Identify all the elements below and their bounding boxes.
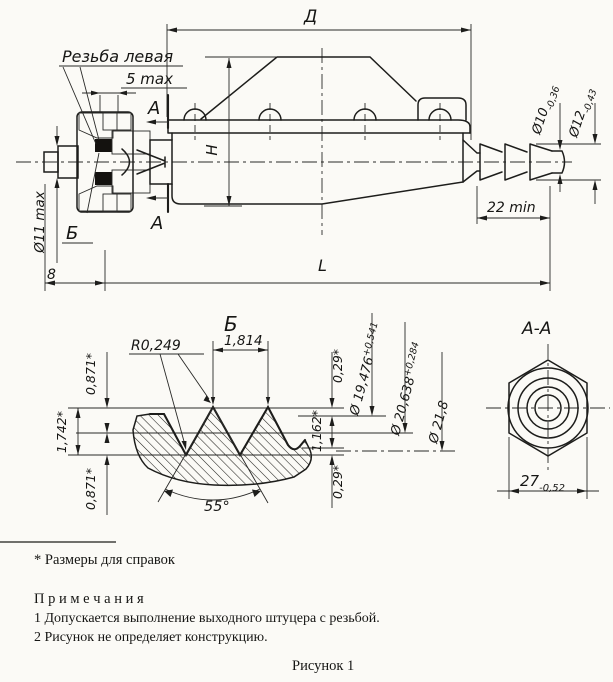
section-a-bottom-label: А — [150, 213, 163, 234]
section-cut-marks: А А — [146, 93, 170, 234]
dia-dim-lines — [536, 103, 601, 204]
dim-h-lines — [204, 56, 276, 207]
dim-22min-label: 22 min — [487, 200, 536, 216]
figure-caption: Рисунок 1 — [292, 658, 354, 674]
thread-slot-bottom — [102, 193, 118, 213]
nut-lower-hatch — [78, 185, 132, 212]
dim-dia12-label: Ø12-0,43 — [566, 86, 599, 141]
dim-0871-bottom-label: 0,871* — [83, 468, 98, 510]
male-fitting-upper — [111, 130, 151, 155]
dia-dim-vertical-lines — [371, 313, 443, 441]
dim-l-label: L — [318, 256, 327, 275]
dim-l-lines — [44, 184, 551, 291]
section-a-top-label: А — [147, 98, 160, 119]
footnote-text: * Размеры для справок — [34, 552, 176, 568]
dim-22min-lines — [476, 186, 550, 224]
dim-1742-label: 1,742* — [54, 411, 69, 453]
dim-0871-top-label: 0,871* — [83, 353, 98, 395]
dim-029-top-label: 0,29* — [330, 349, 345, 383]
dim-5max-lines — [82, 87, 187, 112]
dim-dia218-label: Ø 21,8 — [426, 399, 452, 446]
dim-8-label: 8 — [47, 267, 56, 283]
chamfer-circle — [507, 367, 589, 449]
detail-b-callout-leader — [62, 152, 100, 244]
thread-section-hatch — [133, 407, 312, 486]
dim-angle-label: 55° — [204, 499, 230, 515]
inlet-stem — [43, 145, 79, 179]
main-view: Резьба левая 5 max Д Н А А Ø11 max — [16, 7, 601, 291]
union-neck — [149, 139, 173, 185]
dim-pitch-label: 1,814 — [224, 333, 263, 349]
rivet-centerlines — [194, 103, 441, 140]
inlet-cone — [136, 149, 166, 175]
detail-b-title: Б — [224, 312, 238, 336]
section-aa-title: А-А — [521, 319, 551, 339]
detail-b-callout-label: Б — [66, 223, 78, 244]
note-line-1: 1 Допускается выполнение выходного штуце… — [34, 611, 380, 626]
dim-dia19476-label: Ø 19,476+0,541 — [345, 321, 386, 418]
dim-h-label: Н — [203, 144, 221, 155]
dim-dia10-label: Ø10-0,36 — [529, 83, 562, 138]
notes-block: * Размеры для справок П р и м е ч а н и … — [0, 541, 380, 674]
dim-1162-label: 1,162* — [309, 410, 324, 452]
dim-radius-leaders — [129, 353, 210, 446]
valve-dome — [121, 148, 131, 176]
section-aa-view: А-А 27-0,52 — [486, 319, 610, 499]
thread-slot-top — [102, 111, 118, 131]
dim-11max-label: Ø11 max — [32, 190, 48, 254]
section-aa-centerlines — [486, 344, 610, 474]
hose-barb-outlet — [462, 139, 566, 183]
rivets — [183, 108, 452, 121]
regulator-body — [167, 56, 471, 205]
hex-outline — [508, 359, 588, 457]
thread-note-leader — [59, 65, 183, 145]
dim-d-label: Д — [303, 7, 317, 27]
nut-upper-hatch — [78, 112, 132, 139]
seal-bottom — [95, 172, 112, 185]
dim-029-bottom-label: 0,29* — [330, 465, 345, 499]
dim-radius-label: R0,249 — [131, 338, 181, 354]
core-section-circle — [534, 394, 562, 422]
body-tab — [417, 97, 467, 121]
thread-angle-lines — [157, 406, 269, 504]
thread-blob-outline — [132, 413, 313, 487]
dim-5max-label: 5 max — [126, 70, 173, 88]
seal-top — [95, 139, 112, 152]
notes-heading: П р и м е ч а н и я — [34, 591, 144, 607]
union-nut-section — [76, 111, 173, 213]
detail-b-view: Б R0,249 1,814 55° 0,871* 1,742* 0,871* — [54, 312, 458, 515]
inner-bore-circle — [526, 386, 570, 430]
dim-27-label: 27-0,52 — [520, 472, 565, 494]
thread-note-label: Резьба левая — [62, 47, 173, 66]
outer-bore-circle — [517, 377, 579, 439]
dim-d-lines — [166, 24, 472, 140]
note-line-2: 2 Рисунок не определяет конструкцию. — [34, 630, 268, 645]
male-fitting-lower — [111, 169, 151, 194]
